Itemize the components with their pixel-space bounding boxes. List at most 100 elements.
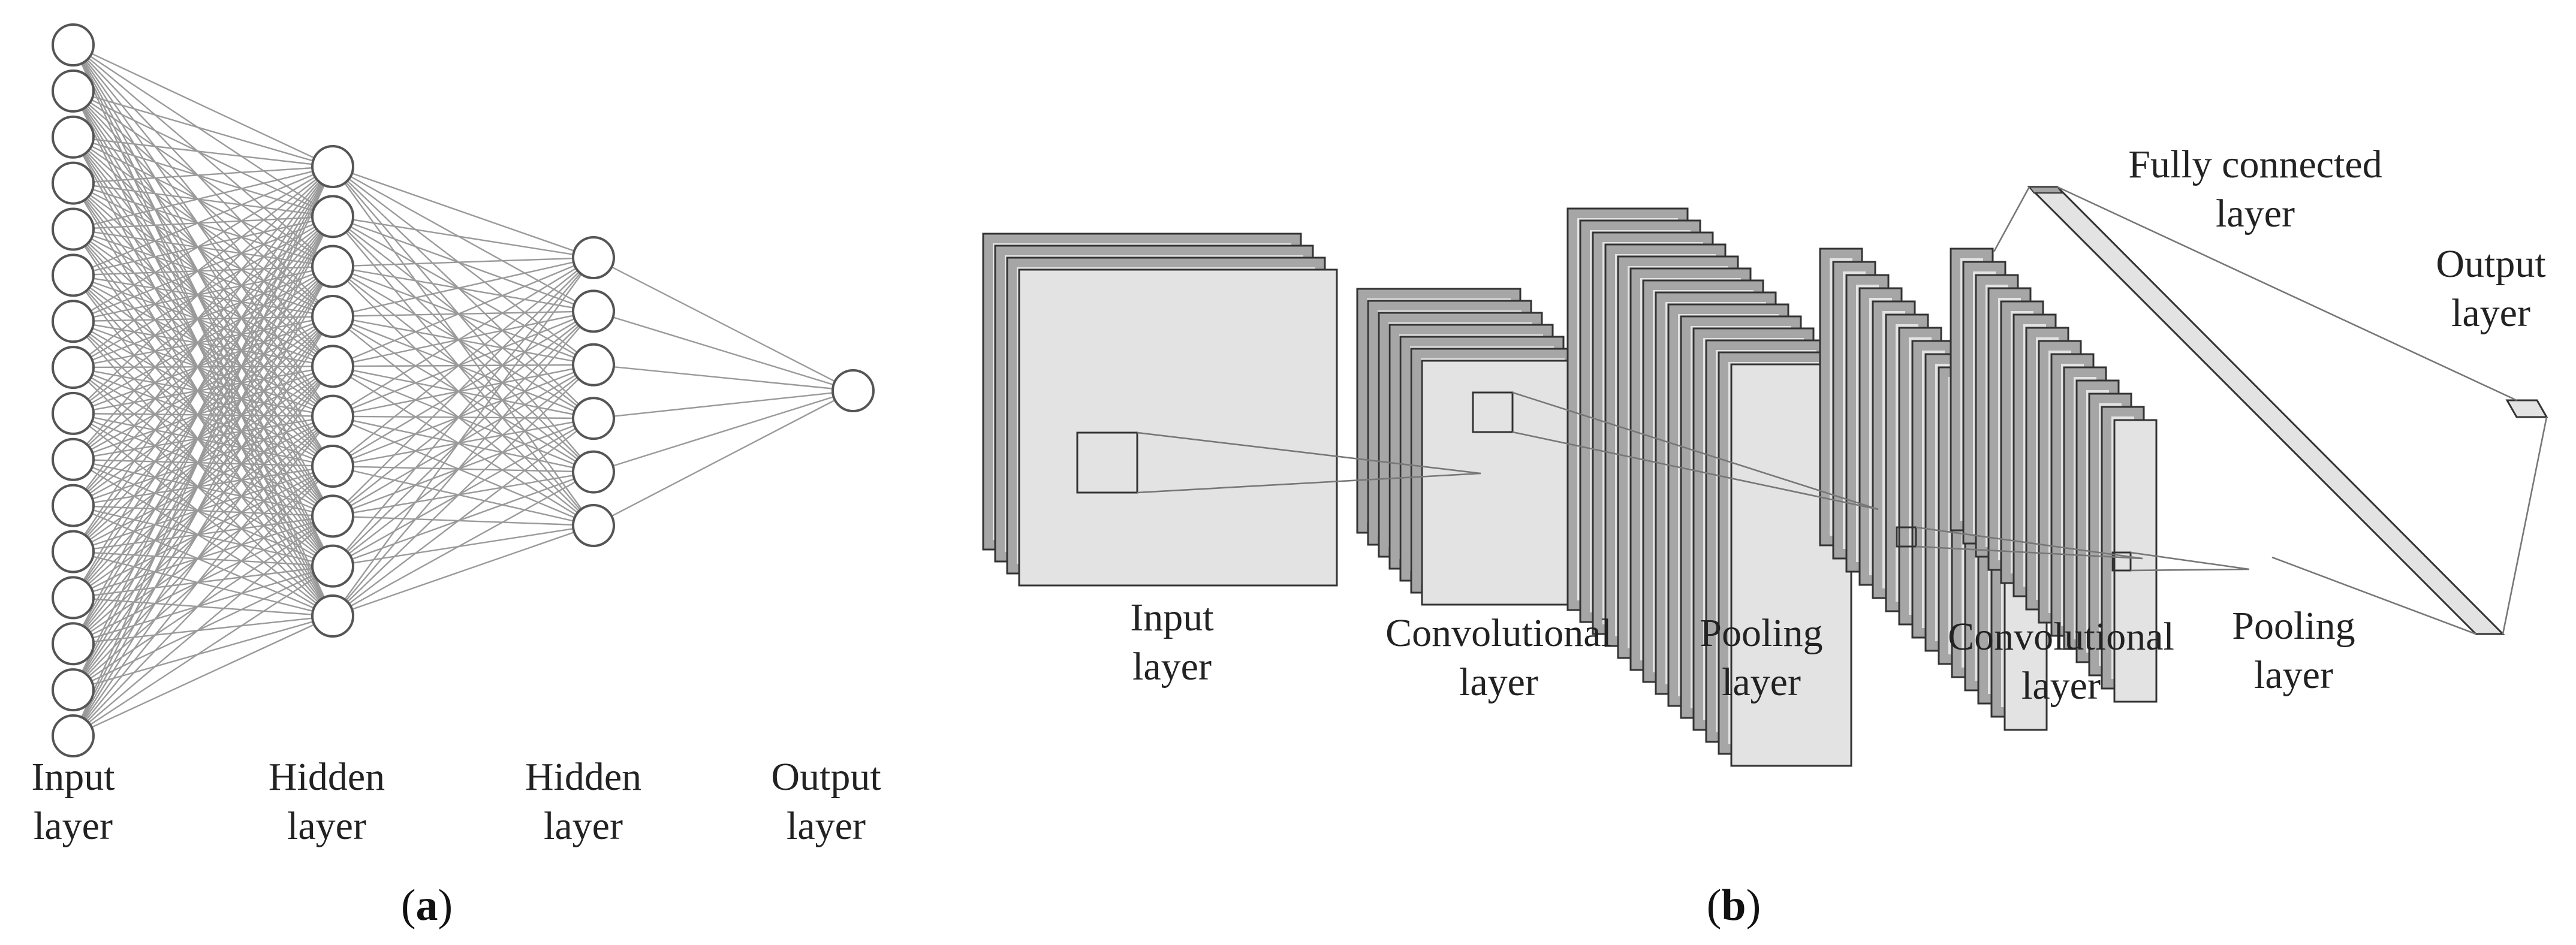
mlp-edge (73, 615, 333, 737)
neuron-layer-1-11 (52, 484, 95, 527)
mlp-edge (73, 265, 333, 506)
mlp-edge (73, 166, 333, 552)
output-layer-label-line1: Output (771, 755, 881, 799)
mlp-edge (73, 90, 333, 467)
mlp-edge (73, 316, 333, 552)
fc-label-line1: Fully connected (2128, 143, 2382, 186)
mlp-edge (73, 321, 333, 417)
mlp-edge (73, 265, 333, 460)
neuron-layer-1-15 (52, 668, 95, 712)
connection-line (2130, 551, 2250, 570)
mlp-edge (332, 310, 594, 417)
mlp-edge (332, 364, 594, 367)
panel-a-mlp: Input layer Hidden layer Hidden layer Ou… (31, 23, 881, 930)
mlp-edge (332, 315, 594, 419)
mlp-edge (73, 315, 333, 369)
mlp-edge (73, 216, 333, 414)
connection-line (1137, 472, 1481, 494)
mlp-edge (332, 166, 594, 473)
neuron-layer-1-3 (52, 115, 95, 159)
neuron-layer-3-1 (572, 236, 615, 279)
mlp-edge (73, 565, 333, 645)
mlp-edge (332, 166, 594, 419)
fc-label-line2: layer (2216, 192, 2295, 236)
mlp-edge (73, 165, 333, 184)
mlp-edge (332, 256, 594, 367)
mlp-edge (73, 565, 333, 737)
mlp-edge (73, 366, 333, 599)
hidden-layer-1-label-line2: layer (287, 804, 366, 848)
mlp-edge (73, 367, 333, 567)
mlp-edge (72, 44, 334, 617)
cnn-input-label-line2: layer (1132, 645, 1212, 689)
mlp-edge (73, 274, 333, 467)
mlp-edge (332, 316, 594, 526)
mlp-edge (332, 265, 594, 366)
mlp-edge (332, 415, 594, 527)
neuron-layer-1-7 (52, 300, 95, 343)
mlp-edge (73, 216, 333, 506)
mlp-edge (73, 458, 333, 617)
mlp-edge (73, 274, 333, 318)
mlp-edge (73, 165, 333, 230)
mlp-edge (332, 471, 594, 517)
mlp-edge (73, 415, 333, 552)
mlp-edge (332, 257, 594, 467)
pool1-layer-stack (1566, 207, 1852, 767)
mlp-edge (332, 364, 594, 467)
mlp-edge (73, 412, 333, 517)
mlp-edge (332, 216, 594, 526)
mlp-edge (72, 266, 334, 690)
mlp-edge (72, 216, 334, 736)
mlp-edge (332, 315, 594, 366)
mlp-edge (332, 366, 594, 419)
neuron-layer-2-2 (311, 195, 354, 238)
mlp-edge (73, 366, 333, 736)
pool2-map-14 (2113, 419, 2158, 703)
mlp-edge (72, 166, 334, 644)
mlp-edge (73, 136, 333, 417)
mlp-edge (73, 515, 333, 599)
mlp-edge (332, 415, 594, 473)
mlp-edge (73, 415, 333, 460)
panel-a-caption: (a) (401, 881, 453, 930)
input-layer-label-line1: Input (31, 755, 115, 799)
output-unit (2505, 399, 2548, 418)
mlp-edge (72, 90, 334, 617)
panel-b-cnn: Input layer Convolutional layer Pooling … (982, 143, 2548, 930)
mlp-edge (73, 367, 333, 617)
mlp-edge (73, 321, 333, 567)
conv1-label-line1: Convolutional (1385, 611, 1612, 655)
pool2-label-line2: layer (2254, 653, 2333, 697)
mlp-edge (73, 321, 333, 617)
mlp-edge (73, 366, 333, 467)
mlp-edge (73, 415, 333, 506)
mlp-edge (73, 265, 333, 322)
conv1-layer-stack (1356, 288, 1586, 606)
neuron-layer-1-8 (52, 346, 95, 390)
mlp-edge (73, 136, 333, 467)
mlp-edge (73, 182, 333, 467)
mlp-edge (332, 216, 594, 419)
conv2-label-line1: Convolutional (1948, 615, 2174, 659)
mlp-edge (332, 364, 594, 417)
receptive-field-box-3 (1896, 526, 1917, 548)
connection-line (2271, 556, 2476, 635)
mlp-edge (73, 366, 333, 645)
neuron-layer-1-16 (52, 714, 95, 757)
mlp-edge (72, 44, 334, 467)
mlp-edge (73, 274, 333, 567)
conv1-map-7 (1421, 360, 1586, 606)
mlp-edge (73, 315, 333, 460)
mlp-edge (73, 316, 333, 690)
mlp-edge (73, 182, 333, 218)
mlp-edge (72, 316, 334, 736)
mlp-edge (73, 216, 333, 599)
neuron-layer-2-4 (311, 295, 354, 338)
neuron-layer-1-14 (52, 622, 95, 666)
connection-line (1993, 186, 2030, 252)
mlp-edge (73, 366, 333, 460)
mlp-edge (73, 216, 333, 552)
mlp-edge (73, 465, 333, 552)
neuron-layer-1-4 (52, 161, 95, 205)
